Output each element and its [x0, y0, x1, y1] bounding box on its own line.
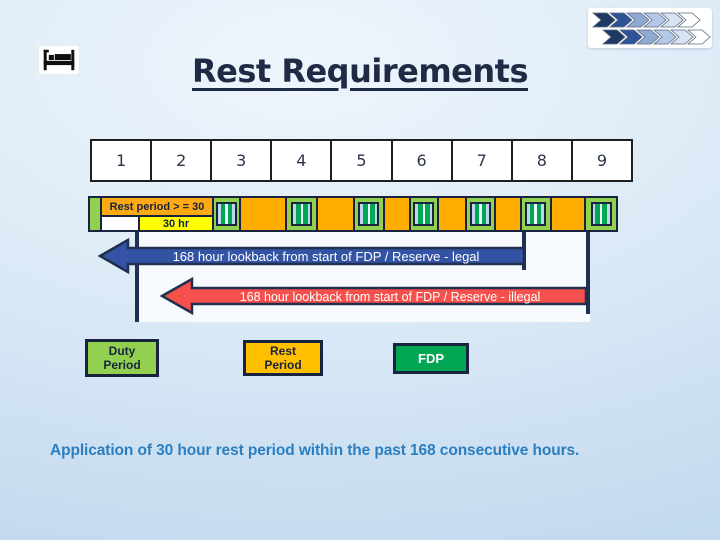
- rest-period-label: Rest period > = 30: [101, 198, 213, 217]
- segment-rest: [495, 198, 522, 230]
- legend-rest-period: Rest Period: [243, 340, 323, 376]
- segment-rest: [318, 198, 355, 230]
- illegal-lookback-label: 168 hour lookback from start of FDP / Re…: [240, 290, 541, 304]
- fdp-marker-icon: [215, 202, 237, 226]
- segment-duty-with-fdp: [467, 198, 496, 230]
- day-cell: 4: [272, 141, 333, 180]
- rest-label-gap: [102, 217, 138, 230]
- fdp-marker-icon: [590, 202, 612, 226]
- fdp-marker-icon: [358, 202, 380, 226]
- legend-fdp: FDP: [393, 343, 469, 374]
- segment-duty-with-fdp: [521, 198, 552, 230]
- chevron-rows-icon: [591, 12, 711, 45]
- illegal-fdp-start-marker-line: [586, 232, 590, 314]
- segment-rest: [551, 198, 587, 230]
- segment-duty-with-fdp: [354, 198, 385, 230]
- segment-rest: [439, 198, 468, 230]
- hotel-bed-icon: [38, 45, 80, 75]
- legal-lookback-label: 168 hour lookback from start of FDP / Re…: [173, 249, 480, 264]
- segment-rest: [240, 198, 288, 230]
- segment-duty-with-fdp: [214, 198, 241, 230]
- segment-duty-with-fdp: [287, 198, 319, 230]
- legal-lookback-arrow: 168 hour lookback from start of FDP / Re…: [98, 237, 526, 275]
- segment-rest: [384, 198, 411, 230]
- day-cell: 9: [572, 141, 631, 180]
- day-cell: 3: [212, 141, 273, 180]
- segment-duty-with-fdp: [410, 198, 440, 230]
- day-cell: 6: [392, 141, 453, 180]
- page-title: Rest Requirements: [192, 52, 528, 90]
- day-cell: 7: [452, 141, 513, 180]
- day-cell: 1: [92, 141, 153, 180]
- segment-duty: [90, 198, 102, 230]
- illegal-lookback-arrow: 168 hour lookback from start of FDP / Re…: [160, 276, 588, 316]
- footer-note: Application of 30 hour rest period withi…: [50, 442, 580, 459]
- fdp-marker-icon: [291, 202, 313, 226]
- segment-duty-with-fdp: [586, 198, 616, 230]
- chevron-stream-decoration: [588, 8, 712, 48]
- day-cell: 8: [512, 141, 573, 180]
- fdp-marker-icon: [470, 202, 492, 226]
- bed-icon-glyph: [43, 49, 75, 71]
- day-cell: 2: [152, 141, 213, 180]
- window-start-marker-line: [135, 232, 139, 322]
- fdp-marker-icon: [525, 202, 547, 226]
- legend-duty-period: Duty Period: [85, 339, 159, 377]
- rest-30hr-label: 30 hr: [137, 217, 213, 230]
- day-cell: 5: [332, 141, 393, 180]
- fdp-marker-icon: [413, 202, 435, 226]
